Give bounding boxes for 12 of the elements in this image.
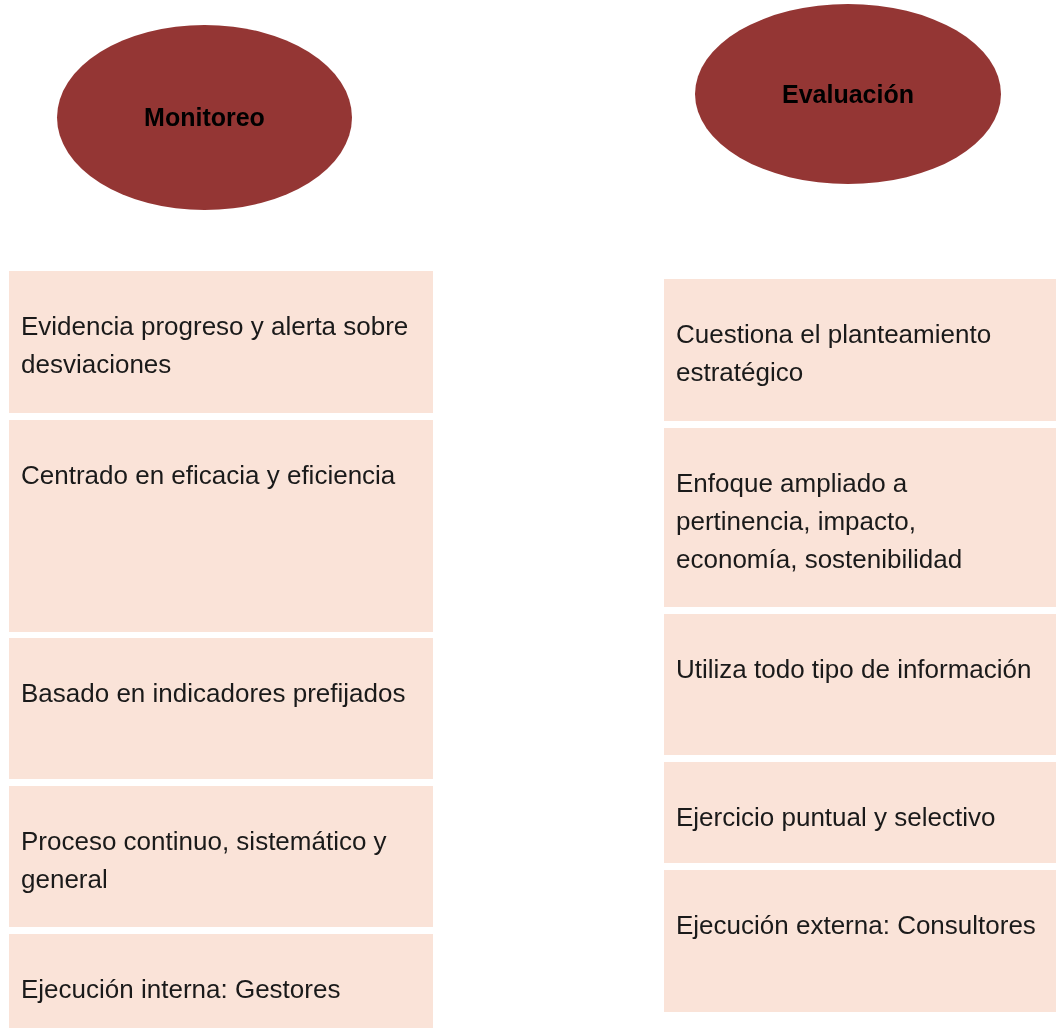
- heading-text: Evaluación: [782, 79, 914, 109]
- heading-text: Monitoreo: [144, 103, 265, 132]
- feature-box: Ejercicio puntual y selectivo: [664, 762, 1056, 863]
- feature-box: Evidencia progreso y alerta sobre desviaciones: [9, 271, 433, 413]
- feature-box: Ejecución interna: Gestores: [9, 934, 433, 1028]
- feature-box: Enfoque ampliado a pertinencia, impacto, economía, sostenibilidad: [664, 428, 1056, 607]
- feature-box: Ejecución externa: Consultores: [664, 870, 1056, 1012]
- feature-box: Centrado en eficacia y eficiencia: [9, 420, 433, 632]
- feature-box: Cuestiona el planteamiento estratégico: [664, 279, 1056, 421]
- feature-box: Utiliza todo tipo de información: [664, 614, 1056, 755]
- feature-box: Basado en indicadores prefijados: [9, 638, 433, 779]
- feature-box: Proceso continuo, sistemático y general: [9, 786, 433, 927]
